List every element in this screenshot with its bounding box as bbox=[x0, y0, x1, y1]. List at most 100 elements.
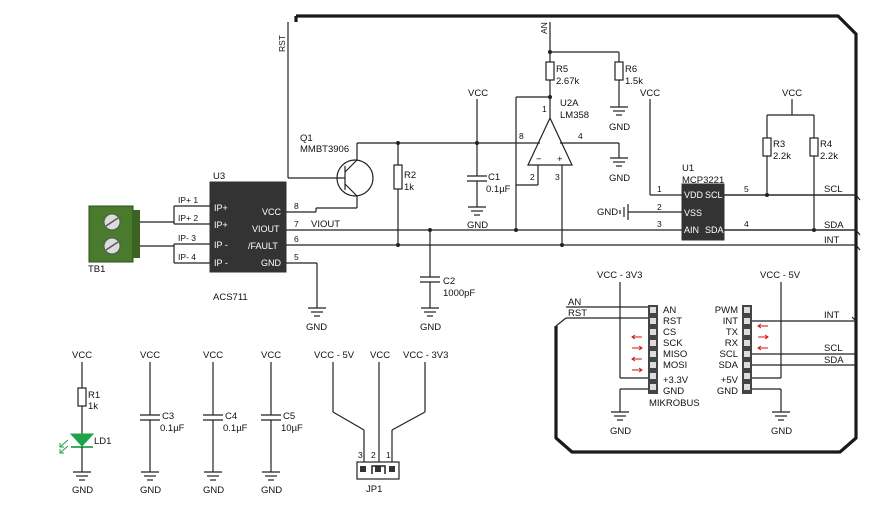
svg-text:/FAULT: /FAULT bbox=[248, 241, 278, 251]
svg-text:VSS: VSS bbox=[684, 208, 702, 218]
r6-resistor bbox=[614, 61, 624, 81]
mikro-vcc-3v3: VCC - 3V3 bbox=[597, 270, 642, 281]
r2-value: 1k bbox=[404, 182, 414, 193]
svg-text:SCK: SCK bbox=[663, 338, 683, 349]
r2-name: R2 bbox=[404, 170, 416, 181]
svg-text:AIN: AIN bbox=[684, 225, 699, 235]
svg-text:GND: GND bbox=[261, 258, 282, 268]
c5-vcc: VCC bbox=[261, 350, 281, 361]
svg-text:3: 3 bbox=[657, 219, 662, 229]
c1-name: C1 bbox=[488, 172, 500, 183]
svg-text:3: 3 bbox=[358, 450, 363, 460]
q1-transistor bbox=[336, 159, 374, 197]
mikro-vcc-5v: VCC - 5V bbox=[760, 270, 801, 281]
u3-gnd: GND bbox=[306, 322, 327, 333]
opamp-gnd: GND bbox=[609, 173, 630, 184]
r5-name: R5 bbox=[556, 64, 568, 75]
net-label-ip1: IP+ 1 bbox=[178, 195, 198, 205]
svg-text:VCC: VCC bbox=[262, 207, 282, 217]
svg-text:INT: INT bbox=[723, 316, 739, 327]
u2a-part: LM358 bbox=[560, 110, 589, 121]
c3-gnd: GND bbox=[140, 485, 161, 496]
net-label-scl-right: SCL bbox=[824, 184, 842, 195]
svg-text:GND: GND bbox=[717, 386, 738, 397]
svg-text:1: 1 bbox=[386, 450, 391, 460]
svg-text:IP -: IP - bbox=[214, 258, 228, 268]
jp1-vcc-5v: VCC - 5V bbox=[314, 350, 355, 361]
c4-value: 0.1µF bbox=[223, 423, 248, 434]
net-label-sda-right: SDA bbox=[824, 220, 844, 231]
board-frame bbox=[296, 14, 858, 454]
net-label-sda-header: SDA bbox=[824, 355, 844, 366]
r1-name: R1 bbox=[88, 390, 100, 401]
svg-text:SCL: SCL bbox=[705, 190, 723, 200]
u1-name: U1 bbox=[682, 163, 694, 174]
u2a-minus: − bbox=[536, 154, 542, 165]
u2a-opamp bbox=[527, 116, 573, 166]
c1-vcc: VCC bbox=[468, 88, 488, 99]
c5-name: C5 bbox=[283, 411, 295, 422]
svg-text:AN: AN bbox=[663, 305, 676, 316]
svg-text:RST: RST bbox=[663, 316, 682, 327]
mikro-gnd-right: GND bbox=[771, 426, 792, 437]
net-label-rst-bottom: RST bbox=[568, 308, 587, 319]
c5-gnd: GND bbox=[261, 485, 282, 496]
c2-name: C2 bbox=[443, 276, 455, 287]
r2-resistor bbox=[393, 164, 403, 190]
c3-vcc: VCC bbox=[140, 350, 160, 361]
svg-text:1: 1 bbox=[657, 184, 662, 194]
svg-text:MOSI: MOSI bbox=[663, 360, 687, 371]
c1-gnd: GND bbox=[467, 220, 488, 231]
svg-text:5: 5 bbox=[744, 184, 749, 194]
c4-vcc: VCC bbox=[203, 350, 223, 361]
net-label-ip3: IP- 3 bbox=[178, 233, 196, 243]
net-label-an-top: AN bbox=[539, 22, 549, 34]
jp1-name: JP1 bbox=[366, 484, 382, 495]
tb1-name: TB1 bbox=[88, 264, 105, 275]
r4-value: 2.2k bbox=[820, 151, 838, 162]
mikrobus-direction-arrows bbox=[631, 323, 769, 373]
u1-chip bbox=[681, 183, 725, 241]
r1-resistor bbox=[77, 387, 87, 407]
jp1-vcc: VCC bbox=[370, 350, 390, 361]
svg-text:4: 4 bbox=[578, 131, 583, 141]
svg-text:VIOUT: VIOUT bbox=[252, 224, 280, 234]
svg-text:IP+: IP+ bbox=[214, 220, 228, 230]
net-label-ip4: IP- 4 bbox=[178, 252, 196, 262]
c2-gnd: GND bbox=[420, 322, 441, 333]
net-label-int-right: INT bbox=[824, 235, 840, 246]
svg-text:PWM: PWM bbox=[715, 305, 738, 316]
r4-name: R4 bbox=[820, 139, 832, 150]
r5-value: 2.67k bbox=[556, 76, 579, 87]
ld1-name: LD1 bbox=[94, 436, 111, 447]
tb1-terminal-block bbox=[88, 205, 140, 263]
u3-part: ACS711 bbox=[213, 292, 248, 303]
jp1-vcc-3v3: VCC - 3V3 bbox=[403, 350, 448, 361]
svg-text:SDA: SDA bbox=[705, 225, 724, 235]
svg-text:MISO: MISO bbox=[663, 349, 687, 360]
u1-part: MCP3221 bbox=[682, 175, 724, 186]
r6-gnd: GND bbox=[609, 122, 630, 133]
mikrobus-right-header bbox=[742, 305, 752, 394]
c2-value: 1000pF bbox=[443, 288, 475, 299]
r3r4-vcc: VCC bbox=[782, 88, 802, 99]
svg-text:3: 3 bbox=[555, 172, 560, 182]
c1-value: 0.1µF bbox=[486, 184, 511, 195]
svg-text:7: 7 bbox=[294, 219, 299, 229]
svg-text:TX: TX bbox=[726, 327, 739, 338]
q1-part: MMBT3906 bbox=[300, 144, 349, 155]
net-label-ip2: IP+ 2 bbox=[178, 213, 198, 223]
u3-chip bbox=[209, 181, 287, 273]
net-label-rst-top: RST bbox=[277, 35, 287, 52]
r1-vcc: VCC bbox=[72, 350, 92, 361]
svg-text:+3.3V: +3.3V bbox=[663, 375, 689, 386]
jp1-jumper bbox=[356, 461, 400, 480]
ld1-led bbox=[59, 433, 95, 454]
svg-text:GND: GND bbox=[663, 386, 684, 397]
svg-text:6: 6 bbox=[294, 234, 299, 244]
q1-name: Q1 bbox=[300, 133, 313, 144]
c3-name: C3 bbox=[162, 411, 174, 422]
svg-text:8: 8 bbox=[294, 201, 299, 211]
svg-text:IP+: IP+ bbox=[214, 203, 228, 213]
